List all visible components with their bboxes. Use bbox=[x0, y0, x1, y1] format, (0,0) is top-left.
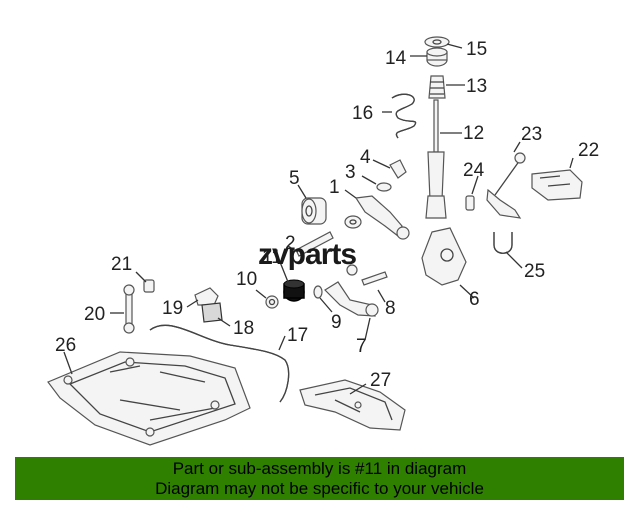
strut-part-12 bbox=[425, 99, 447, 219]
callout-14: 14 bbox=[385, 48, 407, 69]
callout-8: 8 bbox=[385, 298, 396, 319]
control-arm-part-7 bbox=[324, 281, 379, 317]
callout-1: 1 bbox=[329, 177, 340, 198]
mount-part-15 bbox=[424, 36, 450, 48]
callout-17: 17 bbox=[287, 325, 308, 346]
callout-21: 21 bbox=[111, 254, 132, 275]
stabilizer-bar-part-17 bbox=[149, 324, 290, 403]
callout-6: 6 bbox=[469, 289, 480, 310]
washer-small-part bbox=[346, 264, 358, 276]
footer-line-2: Diagram may not be specific to your vehi… bbox=[155, 479, 484, 498]
u-bolt-part-25 bbox=[493, 232, 513, 254]
nut-part-21 bbox=[143, 279, 155, 293]
knuckle-part-6 bbox=[421, 227, 467, 286]
callout-5: 5 bbox=[289, 168, 300, 189]
callout-9: 9 bbox=[331, 312, 342, 333]
callout-12: 12 bbox=[463, 123, 484, 144]
leader-lines bbox=[63, 43, 574, 395]
callout-25: 25 bbox=[524, 261, 545, 282]
stabilizer-link-part-20 bbox=[123, 284, 135, 334]
washer-part-1b bbox=[344, 215, 362, 229]
footer-banner: Part or sub-assembly is #11 in diagram D… bbox=[15, 457, 624, 500]
callout-19: 19 bbox=[162, 298, 183, 319]
callout-16: 16 bbox=[352, 103, 373, 124]
callout-2: 2 bbox=[285, 233, 296, 254]
callout-24: 24 bbox=[463, 160, 485, 181]
bushing-part-5 bbox=[301, 197, 327, 225]
callout-numbers: 1 2 3 4 5 6 7 8 9 10 11 12 13 14 15 16 1… bbox=[55, 39, 599, 391]
watermark-logo: zvparts bbox=[258, 238, 357, 271]
spring-part-16 bbox=[391, 93, 417, 139]
mount-part-14 bbox=[426, 47, 448, 67]
subframe-part-26 bbox=[47, 351, 251, 446]
bolt-part-24 bbox=[465, 195, 475, 211]
callout-3: 3 bbox=[345, 162, 356, 183]
callout-4: 4 bbox=[360, 147, 371, 168]
bolt-part-2 bbox=[295, 231, 334, 257]
nut-part-10 bbox=[265, 295, 279, 309]
callout-26: 26 bbox=[55, 335, 76, 356]
callout-23: 23 bbox=[521, 124, 542, 145]
parts-diagram: 1 2 3 4 5 6 7 8 9 10 11 12 13 14 15 16 1… bbox=[47, 36, 599, 446]
footer-line-1: Part or sub-assembly is #11 in diagram bbox=[172, 459, 467, 478]
callout-18: 18 bbox=[233, 318, 254, 339]
callout-22: 22 bbox=[578, 140, 599, 161]
washer-part-3 bbox=[376, 182, 392, 192]
upper-arm-part-1 bbox=[354, 195, 410, 240]
callout-7: 7 bbox=[356, 336, 367, 357]
washer-part-9 bbox=[313, 285, 323, 299]
bracket-part-22 bbox=[531, 169, 583, 201]
bolt-part-8 bbox=[361, 271, 388, 286]
callout-11: 11 bbox=[262, 247, 282, 268]
bushing-part-11 bbox=[283, 279, 305, 302]
callout-15: 15 bbox=[466, 39, 487, 60]
callout-10: 10 bbox=[236, 269, 257, 290]
callout-13: 13 bbox=[466, 76, 487, 97]
callout-27: 27 bbox=[370, 370, 391, 391]
crossmember-part-27 bbox=[299, 379, 406, 431]
nut-part-4 bbox=[389, 159, 407, 179]
bump-stop-part-13 bbox=[428, 75, 446, 99]
callout-20: 20 bbox=[84, 304, 105, 325]
link-part-23 bbox=[486, 152, 526, 219]
bracket-part-19 bbox=[194, 287, 219, 306]
